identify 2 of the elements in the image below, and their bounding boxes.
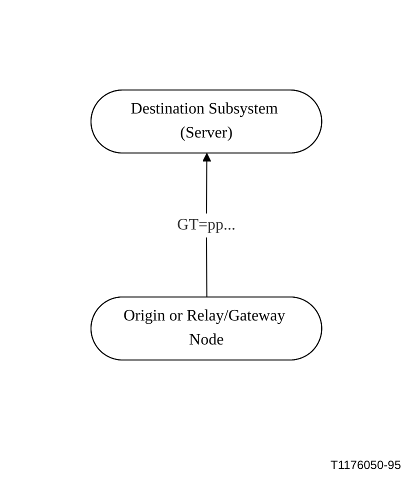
figure-code: T1176050-95 [330, 458, 401, 472]
edge-label: GT=pp... [177, 216, 236, 234]
